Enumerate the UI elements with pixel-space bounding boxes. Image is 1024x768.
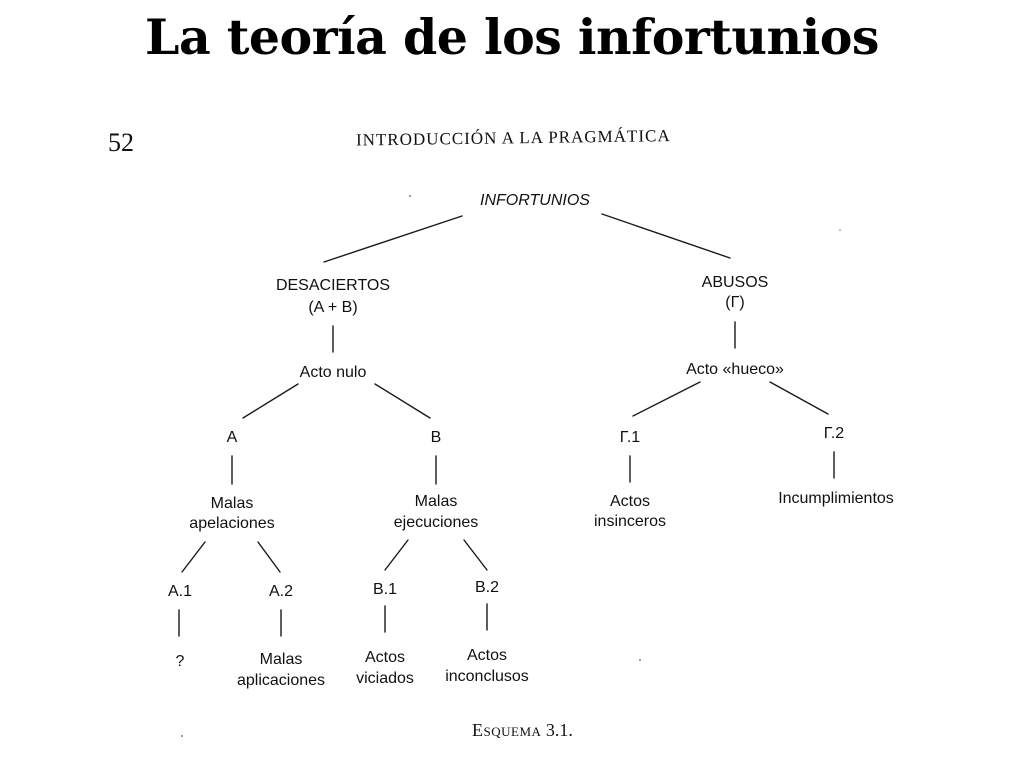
- node-actos-inconclusos-line2: inconclusos: [445, 668, 529, 685]
- edge-acto-nulo-a: [242, 383, 299, 419]
- node-gamma-2: Γ.2: [824, 425, 845, 442]
- edge-root-abusos: [601, 213, 731, 259]
- node-malas-aplicaciones-line1: Malas: [260, 651, 303, 668]
- edge-acto-hueco-g1: [632, 381, 701, 417]
- tree-connectors: [178, 213, 835, 637]
- scan-specks: [181, 195, 841, 737]
- figure-caption: Esquema 3.1.: [472, 720, 573, 741]
- node-b1: B.1: [373, 581, 397, 598]
- node-desaciertos-code: (A + B): [308, 299, 357, 316]
- node-gamma-1: Γ.1: [620, 429, 641, 446]
- edge-root-desaciertos: [323, 215, 463, 263]
- node-acto-hueco: Acto «hueco»: [686, 361, 784, 378]
- node-a2: A.2: [269, 583, 293, 600]
- node-desaciertos: DESACIERTOS: [276, 277, 390, 294]
- node-actos-viciados-line1: Actos: [365, 649, 405, 666]
- node-malas-apelaciones-line2: apelaciones: [189, 515, 274, 532]
- node-actos-viciados-line2: viciados: [356, 670, 414, 687]
- node-a: A: [227, 429, 238, 446]
- node-a1-result: ?: [176, 653, 185, 670]
- page-number: 52: [108, 128, 134, 157]
- node-malas-ejecuciones-line2: ejecuciones: [394, 514, 479, 531]
- node-acto-nulo: Acto nulo: [300, 364, 367, 381]
- node-actos-insinceros-line1: Actos: [610, 493, 650, 510]
- node-a1: A.1: [168, 583, 192, 600]
- edge-acto-nulo-b: [374, 383, 431, 419]
- node-malas-apelaciones-line1: Malas: [211, 495, 254, 512]
- node-incumplimientos: Incumplimientos: [778, 490, 894, 507]
- slide-title: La teoría de los infortunios: [144, 8, 880, 66]
- node-b: B: [431, 429, 442, 446]
- node-b2: B.2: [475, 579, 499, 596]
- caption-number: 3.1.: [541, 720, 573, 740]
- node-actos-inconclusos-line1: Actos: [467, 647, 507, 664]
- node-abusos: ABUSOS: [702, 274, 769, 291]
- node-infortunios: INFORTUNIOS: [480, 192, 590, 209]
- caption-word: Esquema: [472, 720, 542, 740]
- edge-malas-ejecuciones-b2: [463, 539, 488, 571]
- scan-speck: [181, 735, 183, 737]
- node-actos-insinceros-line2: insinceros: [594, 513, 666, 530]
- node-abusos-code: (Γ): [725, 294, 744, 311]
- scan-speck: [639, 659, 641, 661]
- edge-acto-hueco-g2: [769, 381, 829, 415]
- edge-malas-ejecuciones-b1: [384, 539, 409, 571]
- edge-malas-apelaciones-a2: [257, 541, 281, 573]
- tree-nodes: INFORTUNIOS DESACIERTOS (A + B) ABUSOS (…: [168, 192, 894, 689]
- scan-speck: [839, 229, 841, 231]
- node-malas-ejecuciones-line1: Malas: [415, 493, 458, 510]
- edge-malas-apelaciones-a1: [181, 541, 206, 573]
- node-malas-aplicaciones-line2: aplicaciones: [237, 672, 325, 689]
- scan-speck: [409, 195, 411, 197]
